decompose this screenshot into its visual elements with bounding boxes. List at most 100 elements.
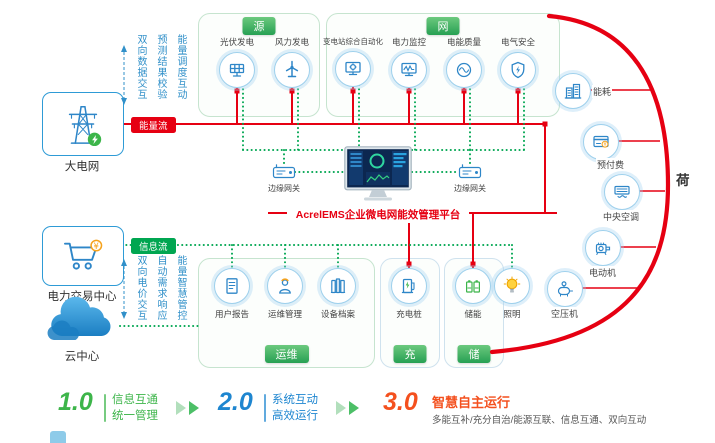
platform-title: AcrelEMS企业微电网能效管理平台 [287, 206, 469, 223]
electrical-safety-icon [508, 60, 528, 80]
info-lines [119, 84, 525, 327]
node-label: 运维管理 [267, 309, 302, 319]
node-power-monitor: 电力监控 [391, 36, 427, 88]
gateway-icon [272, 163, 296, 181]
tab-source: 源 [242, 17, 276, 35]
power-monitoring-icon [399, 60, 419, 80]
battery-storage-icon [463, 276, 483, 296]
legend-1-line2: 统一管理 [112, 409, 158, 422]
legend-1-number: 1.0 [58, 388, 93, 416]
charging-pile-icon [399, 276, 419, 296]
legend-1-text: 信息互通 统一管理 [112, 393, 158, 424]
bidirectional-arrow-icon [119, 44, 129, 111]
tab-charge: 充 [393, 345, 427, 363]
gateway-icon [458, 163, 482, 181]
trade-box [42, 226, 124, 286]
node-ops-management: 运维管理 [267, 268, 303, 320]
node-label: 充电桩 [396, 309, 422, 319]
wind-turbine-icon [282, 60, 302, 80]
solar-panel-icon [227, 60, 247, 80]
note: 双向电价交互 [135, 255, 146, 321]
load-label-ac: 中央空调 [602, 210, 641, 223]
air-conditioner-icon [612, 182, 632, 202]
node-label: 照明 [503, 309, 521, 319]
trade-notes: 双向电价交互 自动需求响应 能量智慧管控 [133, 255, 188, 321]
load-label-compressor: 空压机 [550, 307, 580, 320]
node-substation: 变电站综合自动化 [323, 36, 383, 87]
trade-cart-icon [60, 237, 106, 275]
load-arc [489, 13, 671, 355]
node-pv: 光伏发电 [219, 36, 255, 88]
node-user-report: 用户报告 [214, 268, 250, 320]
node-label: 变电站综合自动化 [323, 37, 383, 46]
legend-3-desc: 多能互补/充分自治/能源互联、信息互通、双向互动 [432, 415, 647, 426]
node-wind: 风力发电 [274, 36, 310, 88]
legend-2-line1: 系统互动 [272, 394, 318, 406]
platform-monitor [344, 146, 412, 209]
node-label: 设备档案 [320, 309, 355, 319]
tab-storage: 储 [457, 345, 491, 363]
node-lighting: 照明 [494, 268, 530, 320]
grid-notes: 双向数据交互 预测结果校验 能量调度互动 [133, 34, 188, 100]
legend-1-divider [104, 394, 106, 422]
node-energy-consumption [555, 73, 591, 109]
node-label: 用户报告 [214, 309, 249, 319]
grid-label: 大电网 [64, 161, 100, 173]
node-label: 风力发电 [274, 37, 309, 47]
gateway-label: 边缘网关 [268, 184, 300, 193]
note: 双向数据交互 [135, 34, 146, 100]
node-central-ac [604, 174, 640, 210]
cloud-label: 云中心 [64, 351, 100, 363]
note: 自动需求响应 [155, 255, 166, 321]
note: 能量智慧管控 [175, 255, 186, 321]
cropped-footer-icon [50, 431, 66, 443]
prepaid-card-icon [591, 132, 611, 152]
node-label: 电气安全 [500, 37, 535, 47]
load-label-energy: 能耗 [592, 85, 613, 98]
substation-automation-icon [343, 59, 363, 79]
load-connectors [581, 89, 665, 289]
note: 能量调度互动 [175, 34, 186, 100]
node-label: 光伏发电 [219, 37, 254, 47]
cloud-icon [40, 294, 124, 351]
node-prepaid [583, 124, 619, 160]
edge-gateway-left: 边缘网关 [268, 163, 300, 194]
node-power-quality: 电能质量 [446, 36, 482, 88]
legend-3-number: 3.0 [383, 388, 418, 416]
trade-label: 电力交易中心 [47, 291, 117, 303]
chevrons-right-icon [176, 401, 199, 415]
node-air-compressor [547, 271, 583, 307]
node-storage: 储能 [455, 268, 491, 320]
lighting-icon [502, 276, 522, 296]
tab-grid: 网 [426, 17, 460, 35]
info-drops-bottom [231, 244, 513, 269]
bidirectional-arrow-icon [119, 258, 129, 325]
tab-ops: 运维 [264, 345, 309, 363]
air-compressor-icon [555, 279, 575, 299]
buildings-icon [563, 81, 583, 101]
legend-2-number: 2.0 [218, 388, 253, 416]
load-arc-label: 荷 [676, 173, 690, 188]
power-quality-icon [454, 60, 474, 80]
legend-3-title: 智慧自主运行 [432, 395, 511, 410]
grid-box [42, 92, 124, 156]
note: 预测结果校验 [155, 34, 166, 100]
gateway-label: 边缘网关 [454, 184, 486, 193]
load-label-prepaid: 预付费 [596, 158, 626, 171]
legend-2-text: 系统互动 高效运行 [272, 393, 318, 424]
node-label: 电能质量 [446, 37, 481, 47]
load-label-motor: 电动机 [588, 266, 618, 279]
edge-gateway-right: 边缘网关 [454, 163, 486, 194]
energy-nodes [234, 88, 548, 267]
legend-2-divider [264, 394, 266, 422]
node-label: 电力监控 [391, 37, 426, 47]
energy-drops-top [236, 85, 519, 124]
node-electrical-safety: 电气安全 [500, 36, 536, 88]
legend-2-line2: 高效运行 [272, 409, 318, 422]
node-charging-pile: 充电桩 [391, 268, 427, 320]
legend-1-line1: 信息互通 [112, 394, 158, 406]
node-label: 储能 [464, 309, 482, 319]
energy-flow-badge: 能量流 [131, 117, 176, 133]
info-drops-top [242, 84, 525, 151]
